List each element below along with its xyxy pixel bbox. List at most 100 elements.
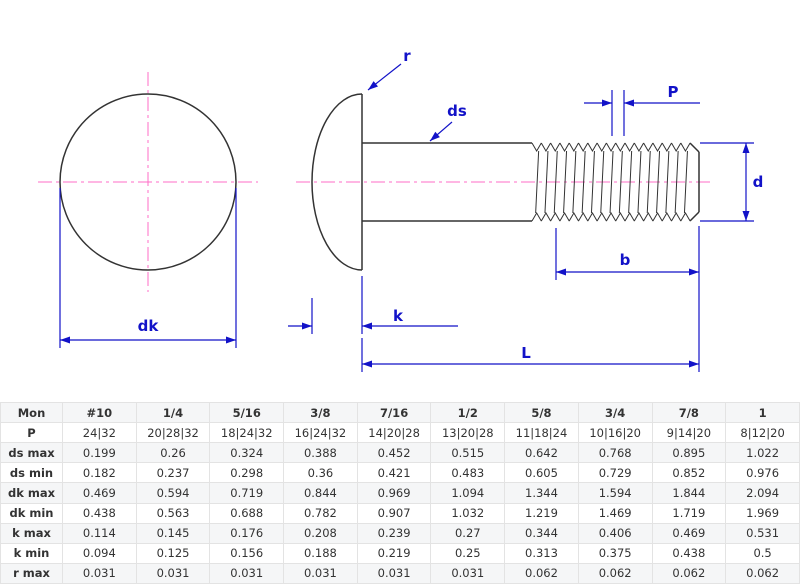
cell: 0.324 bbox=[209, 442, 285, 464]
cell: 0.182 bbox=[62, 462, 137, 484]
cell: 0.605 bbox=[504, 462, 579, 484]
row-label: dk min bbox=[0, 502, 63, 524]
cell: 0.031 bbox=[356, 562, 432, 584]
cell: 8|12|20 bbox=[725, 422, 800, 444]
cell: 0.895 bbox=[651, 442, 727, 464]
b-dimension: b bbox=[555, 228, 699, 280]
cell: 0.844 bbox=[283, 482, 358, 504]
cell: 1.719 bbox=[651, 502, 727, 524]
cell: 0.515 bbox=[430, 442, 506, 464]
cell: 7/8 bbox=[651, 401, 727, 424]
cell: 0.125 bbox=[135, 542, 211, 564]
cell: 0.062 bbox=[651, 562, 727, 584]
cell: 0.438 bbox=[62, 502, 137, 524]
cell: 0.062 bbox=[577, 562, 653, 584]
cell: 0.375 bbox=[577, 542, 653, 564]
cell: 0.239 bbox=[356, 522, 432, 544]
bolt-side-view bbox=[296, 93, 714, 271]
cell: 1.094 bbox=[430, 482, 506, 504]
cell: 1.594 bbox=[577, 482, 653, 504]
cell: 0.031 bbox=[135, 562, 211, 584]
p-dimension: P bbox=[584, 83, 700, 136]
cell: 9|14|20 bbox=[651, 422, 727, 444]
row-label: ds min bbox=[0, 462, 63, 484]
cell: 0.452 bbox=[356, 442, 432, 464]
cell: 10|16|20 bbox=[577, 422, 653, 444]
cell: 1.844 bbox=[651, 482, 727, 504]
cell: 0.156 bbox=[209, 542, 285, 564]
k-dimension: k bbox=[288, 276, 458, 334]
p-label: P bbox=[668, 83, 679, 101]
technical-drawing: dk bbox=[38, 47, 764, 372]
chamfer-bottom bbox=[689, 211, 700, 222]
dk-label: dk bbox=[138, 317, 160, 335]
cell: 0.188 bbox=[283, 542, 358, 564]
cell: 0.483 bbox=[430, 462, 506, 484]
cell: 1/2 bbox=[430, 401, 506, 424]
cell: 11|18|24 bbox=[504, 422, 579, 444]
cell: 0.26 bbox=[135, 442, 211, 464]
r-label: r bbox=[403, 47, 411, 65]
cell: 0.031 bbox=[430, 562, 506, 584]
cell: 0.237 bbox=[135, 462, 211, 484]
drawing-canvas: dk bbox=[38, 47, 764, 372]
cell: 0.719 bbox=[209, 482, 285, 504]
l-dimension: L bbox=[361, 226, 700, 372]
row-label: r max bbox=[0, 562, 63, 584]
cell: 0.729 bbox=[577, 462, 653, 484]
d-dimension: d bbox=[700, 142, 764, 222]
dk-dimension: dk bbox=[59, 188, 237, 348]
r-dimension: r bbox=[367, 47, 411, 91]
cell: 0.031 bbox=[283, 562, 358, 584]
head-dome bbox=[311, 93, 363, 271]
cell: 0.438 bbox=[651, 542, 727, 564]
cell: 0.688 bbox=[209, 502, 285, 524]
cell: 0.208 bbox=[283, 522, 358, 544]
row-label: P bbox=[0, 422, 63, 444]
cell: 0.782 bbox=[283, 502, 358, 524]
cell: 3/8 bbox=[283, 401, 358, 424]
cell: 0.298 bbox=[209, 462, 285, 484]
cell: 0.36 bbox=[283, 462, 358, 484]
ds-label: ds bbox=[447, 102, 467, 120]
cell: 0.25 bbox=[430, 542, 506, 564]
ds-dimension: ds bbox=[429, 102, 467, 142]
cell: 14|20|28 bbox=[356, 422, 432, 444]
cell: 0.406 bbox=[577, 522, 653, 544]
cell: 1.469 bbox=[577, 502, 653, 524]
cell: 13|20|28 bbox=[430, 422, 506, 444]
cell: 1.969 bbox=[725, 502, 800, 524]
cell: 0.969 bbox=[356, 482, 432, 504]
cell: 16|24|32 bbox=[283, 422, 358, 444]
cell: 0.114 bbox=[62, 522, 137, 544]
cell: 0.469 bbox=[651, 522, 727, 544]
cell: 0.031 bbox=[209, 562, 285, 584]
cell: 0.907 bbox=[356, 502, 432, 524]
cell: 1 bbox=[725, 401, 800, 424]
d-label: d bbox=[753, 173, 764, 191]
row-label: k max bbox=[0, 522, 63, 544]
cell: 5/16 bbox=[209, 401, 285, 424]
cell: 0.852 bbox=[651, 462, 727, 484]
cell: 0.313 bbox=[504, 542, 579, 564]
cell: 1.022 bbox=[725, 442, 800, 464]
cell: #10 bbox=[62, 401, 137, 424]
cell: 20|28|32 bbox=[135, 422, 211, 444]
head-top-view bbox=[38, 72, 258, 292]
cell: 0.768 bbox=[577, 442, 653, 464]
cell: 0.388 bbox=[283, 442, 358, 464]
cell: 0.976 bbox=[725, 462, 800, 484]
k-label: k bbox=[393, 307, 404, 325]
cell: 0.094 bbox=[62, 542, 137, 564]
cell: 0.219 bbox=[356, 542, 432, 564]
cell: 0.594 bbox=[135, 482, 211, 504]
cell: 2.094 bbox=[725, 482, 800, 504]
cell: 0.27 bbox=[430, 522, 506, 544]
cell: 0.469 bbox=[62, 482, 137, 504]
cell: 0.062 bbox=[504, 562, 579, 584]
